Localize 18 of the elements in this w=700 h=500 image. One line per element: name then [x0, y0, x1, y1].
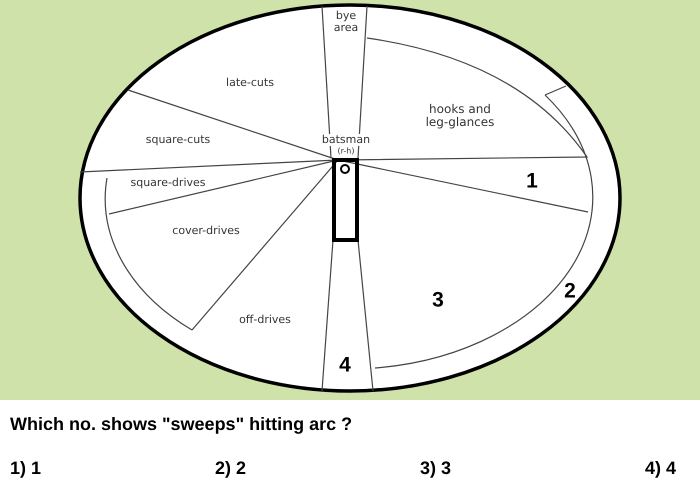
handedness-label: (r-h)	[338, 148, 354, 156]
question-text: Which no. shows "sweeps" hitting arc ?	[10, 414, 352, 435]
sector-label: late-cuts	[226, 76, 274, 90]
answer-option: 4) 4	[645, 458, 676, 479]
sector-label: bye area	[332, 10, 360, 34]
answer-option: 2) 2	[215, 458, 246, 479]
sector-label: square-drives	[130, 176, 206, 190]
sector-label: cover-drives	[172, 224, 240, 238]
sector-number: 1	[526, 169, 538, 193]
sector-label: hooks and leg-glances	[424, 102, 496, 130]
sector-number: 3	[432, 288, 444, 312]
sector-number: 2	[564, 279, 576, 303]
sector-label: square-cuts	[146, 134, 210, 146]
sector-number: 4	[339, 353, 351, 377]
sector-label: off-drives	[239, 314, 291, 326]
answer-option: 3) 3	[420, 458, 452, 479]
batsman-label: batsman	[320, 134, 372, 146]
answer-option: 1) 1	[10, 458, 42, 479]
